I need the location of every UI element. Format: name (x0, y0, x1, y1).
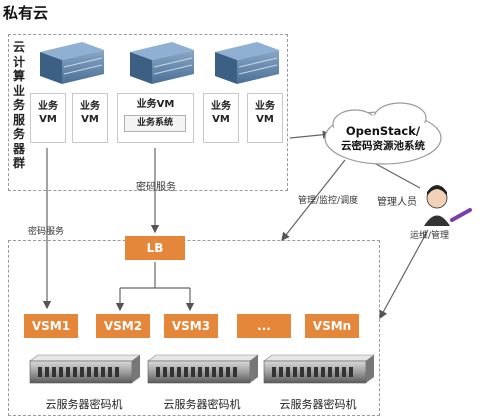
server-cluster-region (8, 34, 288, 191)
pen-icon (450, 208, 472, 222)
cloud-label-line1: OpenStack/ (345, 124, 421, 138)
vm-label-line2: VM (256, 114, 274, 125)
rack-server-icon (40, 42, 104, 84)
hsm-appliance-icon (263, 354, 375, 384)
vm-label-line1: 业务 (211, 101, 231, 112)
hsm-caption: 云服务器密码机 (45, 398, 123, 411)
vm-box: 业务 VM (203, 93, 239, 143)
cloud-label-line2: 云密码资源池系统 (341, 140, 425, 152)
hsm-appliance-icon (29, 354, 141, 384)
vsm-box: ... (237, 314, 291, 338)
mgmt-monitor-label: 管理/监控/调度 (298, 196, 359, 206)
vm-box: 业务 VM (247, 93, 283, 143)
rack-server-icon (215, 42, 279, 84)
rack-server-icon (130, 42, 194, 84)
hsm-appliance-icon (147, 354, 259, 384)
page-title: 私有云 (3, 4, 49, 22)
crypto-service-label: 密码服务 (28, 227, 65, 237)
vm-box: 业务 VM (30, 93, 66, 143)
vsm-box: VSM2 (96, 314, 150, 338)
admin-label: 管理人员 (377, 197, 417, 208)
hsm-caption: 云服务器密码机 (163, 398, 241, 411)
vm-label-line1: 业务 (38, 101, 58, 112)
load-balancer: LB (125, 236, 185, 260)
admin-person-icon (424, 185, 450, 226)
cloud-label: OpenStack/ 云密码资源池系统 (330, 124, 436, 154)
ops-label: 运维/管理 (410, 231, 450, 241)
crypto-pool-region (8, 240, 380, 416)
cluster-label: 云计算业务服务器群 (12, 40, 25, 170)
vsm-box: VSM3 (164, 314, 218, 338)
vm-label-line2: VM (212, 114, 230, 125)
vsm-box: VSMn (305, 314, 359, 338)
hsm-caption: 云服务器密码机 (279, 398, 357, 411)
business-system-box: 业务系统 (124, 115, 186, 132)
vm-label-line1: 业务 (255, 101, 275, 112)
vm-box: 业务 VM (72, 93, 108, 143)
crypto-service-label: 密码服务 (136, 182, 176, 193)
vm-label-line2: VM (81, 114, 99, 125)
vm-label-line2: VM (39, 114, 57, 125)
vm-label-line1: 业务 (80, 101, 100, 112)
vm-label: 业务VM (136, 99, 175, 110)
vsm-box: VSM1 (24, 314, 78, 338)
cloud-icon (324, 102, 442, 165)
